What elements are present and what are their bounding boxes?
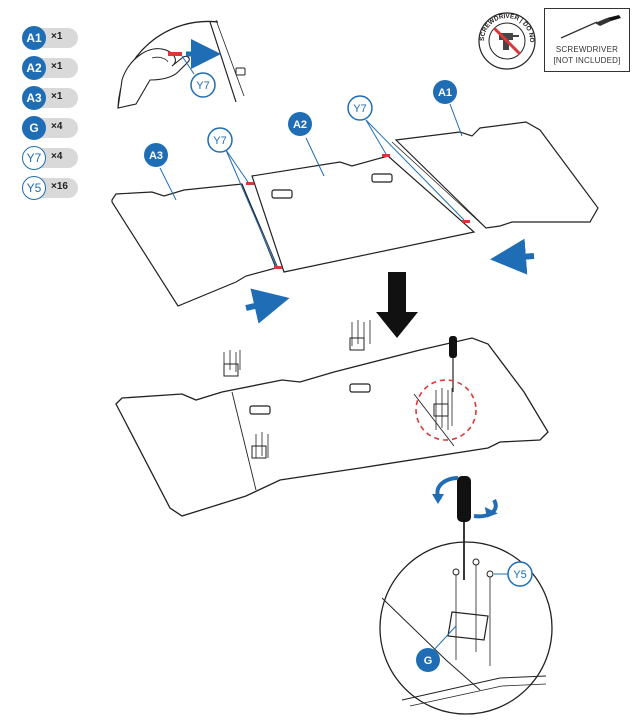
handle-slot xyxy=(271,189,293,199)
label-a2-text: A2 xyxy=(293,119,307,131)
part-badge-a1: A1 xyxy=(22,26,46,50)
part-row-a3: A3 ×1 xyxy=(22,86,92,110)
label-y5-text: Y5 xyxy=(513,569,526,581)
down-arrow xyxy=(376,272,418,338)
push-arrow-right xyxy=(245,288,290,324)
handle-slot xyxy=(249,405,271,415)
part-row-a2: A2 ×1 xyxy=(22,56,92,80)
panel-a2: A2 xyxy=(246,112,476,273)
dowel-y7 xyxy=(382,154,390,157)
electric-drill-icon xyxy=(499,33,519,50)
panel-a3: A3 xyxy=(111,143,279,307)
no-electric-screwdriver-seal: SCREWDRIVER | DO NOT USE ELECTRIC xyxy=(0,0,536,70)
screwdriver-rotate-icon xyxy=(432,476,498,580)
part-qty-a2: ×1 xyxy=(51,61,63,72)
part-row-a1: A1 ×1 xyxy=(22,26,92,50)
label-a3-text: A3 xyxy=(149,150,163,162)
label-a2 xyxy=(288,112,312,136)
assembled-board xyxy=(115,320,549,517)
screwdriver-not-included-box: SCREWDRIVER [NOT INCLUDED] xyxy=(544,8,630,72)
part-row-g: G ×4 xyxy=(22,116,92,140)
hand-icon xyxy=(117,48,190,109)
dowel-insert-inset: Y7 xyxy=(117,19,246,109)
handle-slot xyxy=(349,383,371,393)
part-badge-a3: A3 xyxy=(22,86,46,110)
detail-highlight-circle xyxy=(415,379,477,441)
push-arrow-left xyxy=(490,238,535,275)
label-y7-top-text: Y7 xyxy=(196,80,209,92)
part-qty-y7: ×4 xyxy=(51,151,63,162)
seal-text: SCREWDRIVER | DO NOT USE ELECTRIC xyxy=(0,0,535,43)
part-row-y7: Y7 ×4 xyxy=(22,146,92,170)
part-qty-y5: ×16 xyxy=(51,181,68,192)
label-a1-text: A1 xyxy=(438,87,452,99)
label-a3 xyxy=(144,143,168,167)
label-g-text: G xyxy=(424,655,433,667)
handle-slot xyxy=(371,173,393,183)
seal-text-path: SCREWDRIVER | DO NOT USE ELECTRIC xyxy=(0,0,535,43)
parts-list: A1 ×1 A2 ×1 A3 ×1 G ×4 Y7 ×4 Y5 ×16 xyxy=(22,26,92,206)
label-a1 xyxy=(433,80,457,104)
part-badge-y5: Y5 xyxy=(22,176,46,200)
label-y7-left-text: Y7 xyxy=(213,135,226,147)
screwdriver-label: SCREWDRIVER xyxy=(555,45,619,54)
callout-y7-right: Y7 xyxy=(347,95,465,221)
label-y7-top xyxy=(190,72,216,98)
part-qty-a3: ×1 xyxy=(51,91,63,102)
panel-a1: A1 xyxy=(391,80,599,229)
prohibit-slash xyxy=(492,26,522,56)
bracket-group xyxy=(251,432,269,459)
screwdriver-small-icon xyxy=(449,336,457,392)
part-row-y5: Y5 ×16 xyxy=(22,176,92,200)
screws-y5 xyxy=(452,558,494,666)
label-y5 xyxy=(507,561,533,587)
bracket-group xyxy=(223,350,241,377)
label-y7-right-text: Y7 xyxy=(353,103,366,115)
part-qty-a1: ×1 xyxy=(51,31,63,42)
bracket-group xyxy=(349,320,371,351)
not-included-label: [NOT INCLUDED] xyxy=(553,56,621,65)
part-badge-g: G xyxy=(22,116,46,140)
dowel-y7 xyxy=(274,266,282,269)
label-g xyxy=(416,648,440,672)
dowel-y7 xyxy=(462,220,470,223)
part-badge-y7: Y7 xyxy=(22,146,46,170)
dowel-y7 xyxy=(246,182,254,185)
callout-y7-left: Y7 xyxy=(207,127,277,267)
detail-zoom-circle: Y5 G xyxy=(379,476,553,715)
bracket-group xyxy=(433,388,453,430)
dowel-y7 xyxy=(168,52,182,56)
screwdriver-icon xyxy=(560,15,621,39)
part-qty-g: ×4 xyxy=(51,121,63,132)
part-badge-a2: A2 xyxy=(22,56,46,80)
